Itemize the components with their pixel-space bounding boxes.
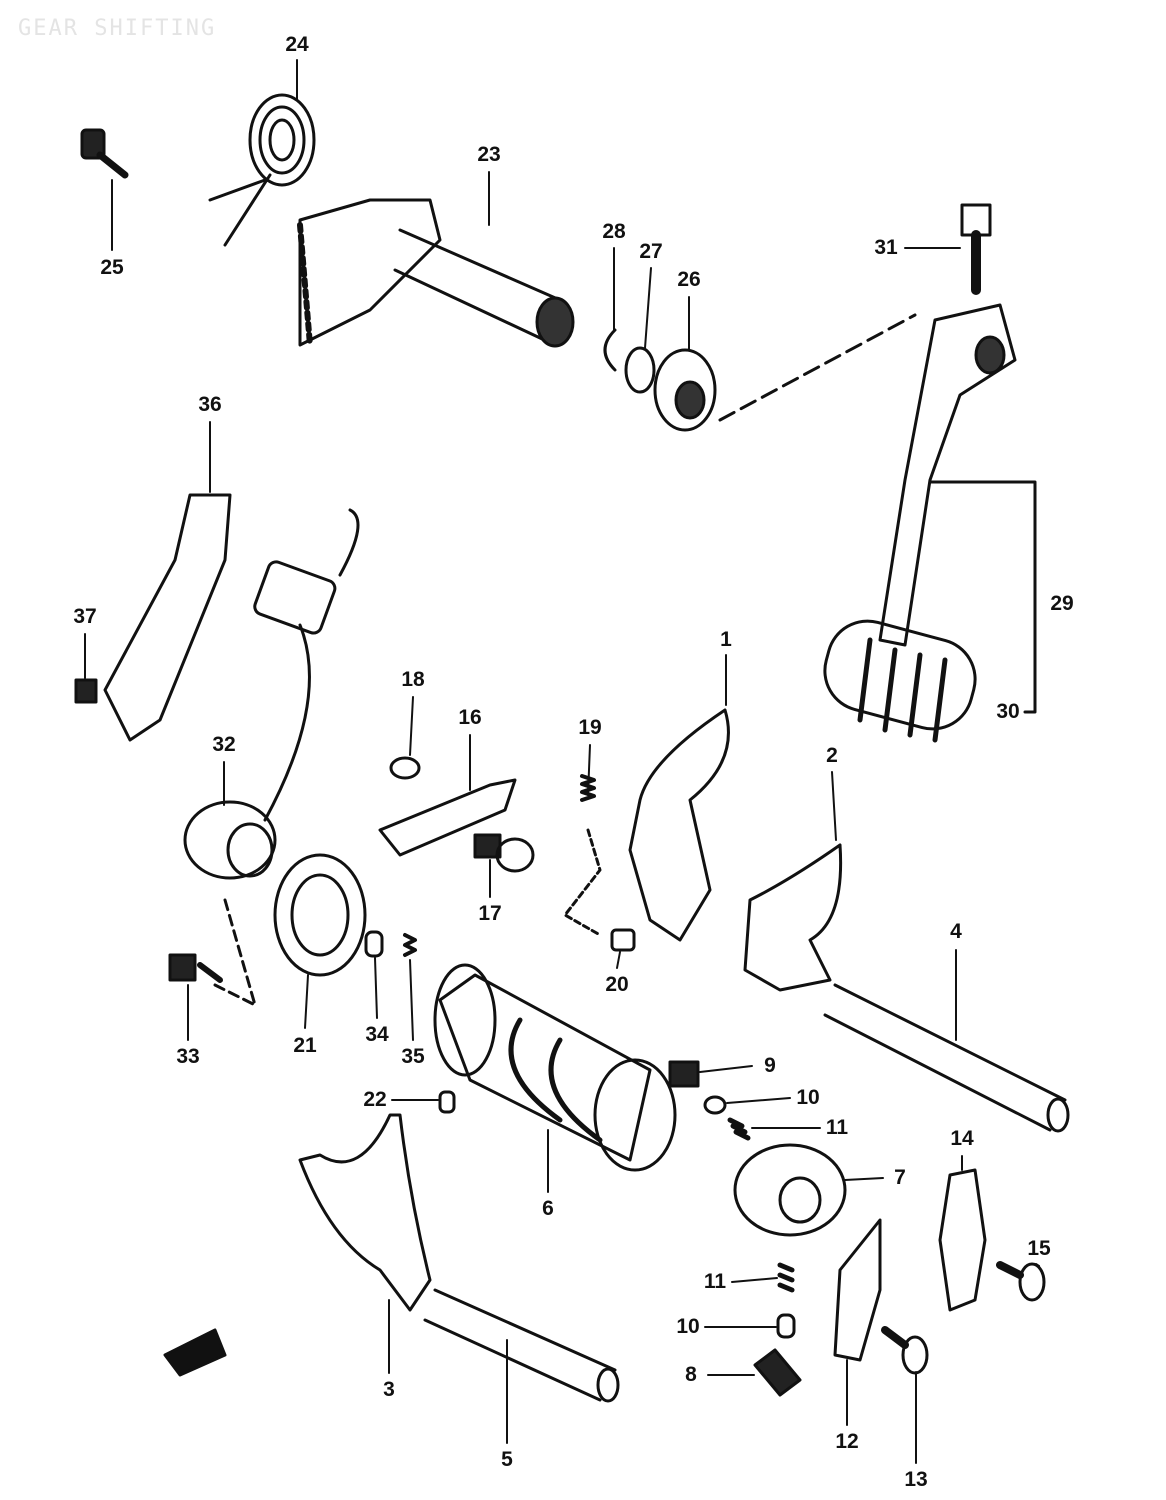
callout-34: 34 bbox=[365, 1023, 389, 1046]
callout-17: 17 bbox=[478, 902, 502, 925]
callout-19: 19 bbox=[578, 716, 602, 739]
callout-29: 29 bbox=[1050, 592, 1074, 615]
callout-4: 4 bbox=[950, 920, 962, 943]
callout-15: 15 bbox=[1027, 1237, 1051, 1260]
callout-16: 16 bbox=[458, 706, 482, 729]
callout-2: 2 bbox=[826, 744, 838, 767]
plate-part-21 bbox=[273, 853, 367, 977]
washer-part-18 bbox=[389, 756, 421, 780]
callout-20: 20 bbox=[605, 973, 629, 996]
gear-shift-cam-part-6 bbox=[433, 963, 677, 1172]
callout-3: 3 bbox=[383, 1378, 395, 1401]
callout-28: 28 bbox=[602, 220, 626, 243]
cam-stopper-part-14 bbox=[938, 1168, 987, 1312]
callout-27: 27 bbox=[639, 240, 663, 263]
callout-14: 14 bbox=[950, 1127, 974, 1150]
callout-31: 31 bbox=[874, 236, 898, 259]
shift-lever-part-29 bbox=[878, 303, 1017, 647]
shift-fork-part-1 bbox=[628, 708, 730, 942]
stopper-part-16 bbox=[378, 778, 517, 857]
callout-32: 32 bbox=[212, 733, 236, 756]
pin-part-10 bbox=[703, 1095, 727, 1115]
circlip-part-28 bbox=[603, 328, 617, 372]
shift-fork-part-2 bbox=[743, 843, 843, 992]
plate-part-12 bbox=[833, 1218, 882, 1362]
pin-part-9 bbox=[668, 1060, 700, 1088]
callout-8: 8 bbox=[685, 1363, 697, 1386]
cam-plate-part-7 bbox=[733, 1143, 847, 1237]
bolt-part-17 bbox=[473, 833, 535, 873]
pawl-part-8 bbox=[753, 1348, 802, 1397]
pin-part-22 bbox=[438, 1090, 456, 1114]
callout-10: 10 bbox=[796, 1086, 820, 1109]
bracket-29 bbox=[928, 480, 1037, 714]
callout-33: 33 bbox=[176, 1045, 200, 1068]
callout-1: 1 bbox=[720, 628, 732, 651]
callout-9: 9 bbox=[764, 1054, 776, 1077]
callout-5: 5 bbox=[501, 1448, 513, 1471]
callout-21: 21 bbox=[293, 1034, 317, 1057]
bolt-part-25 bbox=[80, 128, 129, 179]
spring-part-11 bbox=[727, 1117, 751, 1141]
shift-fork-part-3 bbox=[298, 1113, 432, 1312]
callout-10b: 10 bbox=[676, 1315, 700, 1338]
washer-part-27 bbox=[624, 346, 656, 394]
callout-30: 30 bbox=[996, 700, 1020, 723]
spring-part-19 bbox=[563, 774, 602, 937]
front-arrow-mark bbox=[163, 1328, 227, 1377]
plate-part-36 bbox=[103, 493, 232, 742]
callout-36: 36 bbox=[198, 393, 222, 416]
screw-part-37 bbox=[74, 678, 98, 704]
callout-7: 7 bbox=[894, 1166, 906, 1189]
neutral-switch-sensor bbox=[253, 508, 360, 822]
callout-12: 12 bbox=[835, 1430, 859, 1453]
callout-11: 11 bbox=[825, 1116, 849, 1139]
shaft-part-4 bbox=[823, 983, 1070, 1133]
screw-part-15 bbox=[996, 1261, 1046, 1302]
spring-part-11b bbox=[777, 1262, 795, 1293]
pin-part-10b bbox=[776, 1313, 796, 1339]
bolt-part-31 bbox=[960, 203, 992, 295]
callout-25: 25 bbox=[100, 256, 124, 279]
callout-11b: 11 bbox=[703, 1270, 727, 1293]
callout-22: 22 bbox=[363, 1088, 387, 1111]
diagram-title: GEAR SHIFTING bbox=[18, 16, 217, 41]
callout-23: 23 bbox=[477, 143, 501, 166]
switch-part-32 bbox=[183, 800, 277, 880]
seal-part-26 bbox=[653, 348, 717, 432]
callout-26: 26 bbox=[677, 268, 701, 291]
pin-part-20 bbox=[610, 928, 636, 952]
shaft-part-5 bbox=[423, 1288, 620, 1403]
leader-lines bbox=[84, 59, 1040, 1464]
callout-37: 37 bbox=[73, 605, 97, 628]
assembly-line bbox=[718, 313, 917, 422]
shift-shaft-part-23 bbox=[297, 198, 575, 348]
shift-pedal-part-30 bbox=[823, 619, 977, 743]
callout-24: 24 bbox=[285, 33, 309, 56]
bolt-part-33 bbox=[168, 898, 257, 1007]
callout-18: 18 bbox=[401, 668, 425, 691]
spring-part-24 bbox=[208, 93, 316, 247]
callout-13: 13 bbox=[904, 1468, 928, 1491]
screw-part-13 bbox=[881, 1326, 929, 1375]
callout-35: 35 bbox=[401, 1045, 425, 1068]
pin-part-34 bbox=[364, 930, 384, 958]
callout-6: 6 bbox=[542, 1197, 554, 1220]
spring-part-35 bbox=[403, 933, 417, 957]
